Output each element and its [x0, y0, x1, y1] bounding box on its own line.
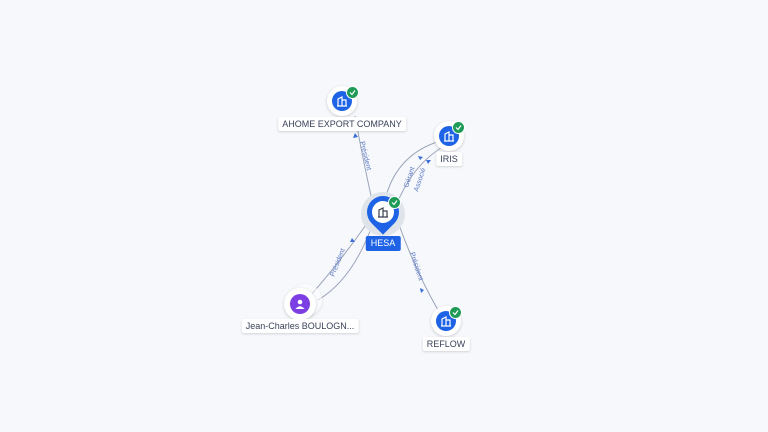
verified-check-icon: [346, 86, 359, 99]
edge-arrow-iris-1: [418, 156, 423, 160]
edge-arrow-ahome: [353, 133, 358, 138]
edge-arrow-reflow: [420, 288, 424, 293]
edge-arrow-iris-2: [426, 160, 431, 164]
node-person-jean-charles[interactable]: [284, 288, 316, 320]
center-node-label[interactable]: HESA: [365, 236, 401, 251]
edge-hesa-iris-1: [385, 140, 441, 197]
node-label-ahome[interactable]: AHOME EXPORT COMPANY: [278, 117, 406, 131]
person-avatar: [290, 294, 310, 314]
node-label-reflow[interactable]: REFLOW: [422, 337, 470, 351]
person-icon: [295, 299, 305, 309]
verified-check-icon: [449, 306, 462, 319]
edge-label-reflow: Président: [408, 251, 424, 281]
edge-arrow-person: [350, 238, 355, 242]
building-icon: [444, 131, 454, 142]
node-label-person[interactable]: Jean-Charles BOULOGN...: [241, 319, 359, 333]
edge-person-hesa-2: [317, 225, 373, 301]
node-label-iris[interactable]: IRIS: [436, 152, 462, 166]
node-iris[interactable]: [434, 121, 465, 151]
edge-label-person: Président: [329, 248, 347, 278]
building-icon: [378, 207, 388, 218]
node-ahome-export-company[interactable]: [327, 86, 359, 116]
edge-hesa-reflow: [397, 221, 439, 311]
building-icon: [441, 316, 451, 327]
verified-check-icon: [452, 121, 465, 134]
building-icon: [337, 96, 347, 107]
edge-label-ahome: Président: [358, 141, 372, 171]
verified-check-icon: [388, 196, 401, 209]
node-reflow[interactable]: [431, 306, 462, 336]
